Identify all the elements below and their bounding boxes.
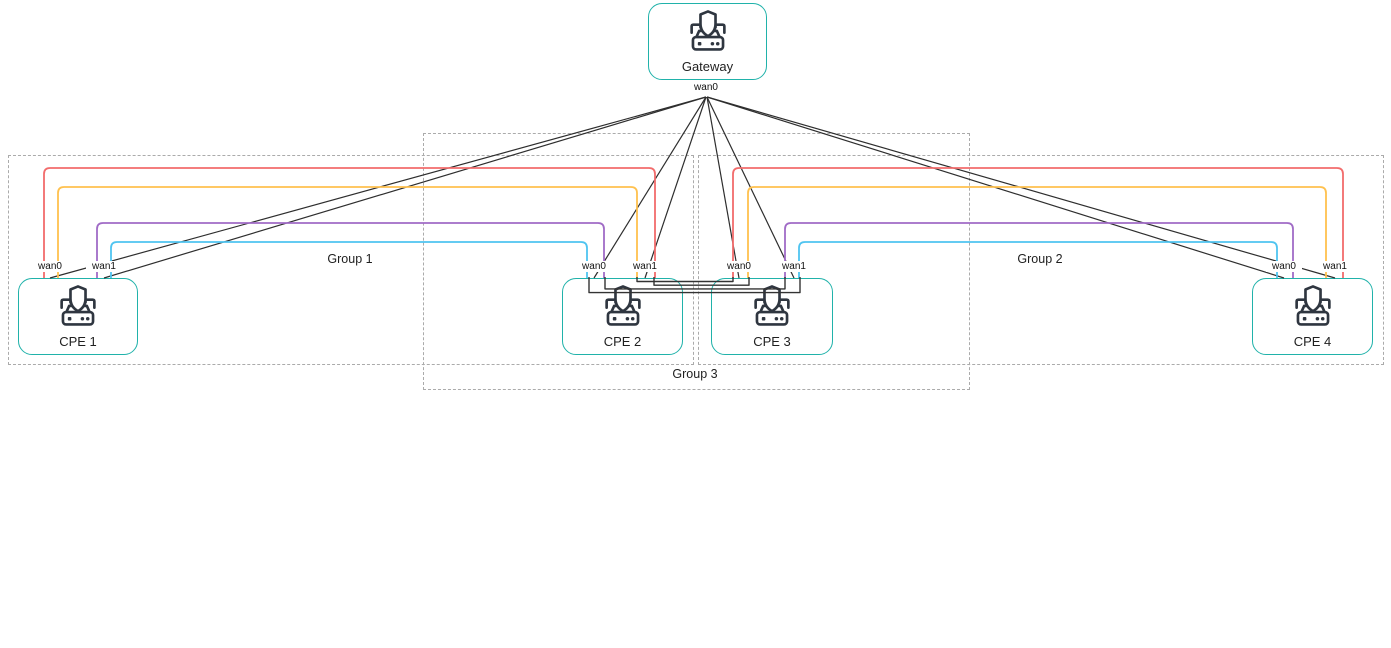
gateway-label: Gateway <box>681 59 734 74</box>
cpe4-port-wan0: wan0 <box>1266 261 1302 272</box>
gateway-port-wan0: wan0 <box>688 82 724 93</box>
node-cpe3[interactable]: CPE 3 <box>711 278 833 355</box>
cpe2-label: CPE 2 <box>603 334 642 349</box>
cpe3-label: CPE 3 <box>753 334 791 349</box>
group2-label: Group 2 <box>995 252 1085 266</box>
group1-label: Group 1 <box>305 252 395 266</box>
cpe1-port-wan0: wan0 <box>32 261 68 272</box>
node-cpe2[interactable]: CPE 2 <box>562 278 683 355</box>
node-cpe1[interactable]: CPE 1 <box>18 278 138 355</box>
cpe1-label: CPE 1 <box>59 334 97 349</box>
cpe3-port-wan1: wan1 <box>776 261 812 272</box>
cpe3-port-wan0: wan0 <box>721 261 757 272</box>
cpe2-port-wan1: wan1 <box>627 261 663 272</box>
group3-label: Group 3 <box>650 367 740 381</box>
cpe4-port-wan1: wan1 <box>1317 261 1353 272</box>
router-icon <box>1286 282 1340 328</box>
cpe4-label: CPE 4 <box>1293 334 1332 349</box>
group3-box <box>423 133 970 390</box>
node-cpe4[interactable]: CPE 4 <box>1252 278 1373 355</box>
cpe2-port-wan0: wan0 <box>576 261 612 272</box>
router-icon <box>681 7 735 53</box>
cpe1-port-wan1: wan1 <box>86 261 122 272</box>
router-icon <box>51 282 105 328</box>
router-icon <box>745 282 799 328</box>
node-gateway[interactable]: Gateway <box>648 3 767 80</box>
router-icon <box>596 282 650 328</box>
